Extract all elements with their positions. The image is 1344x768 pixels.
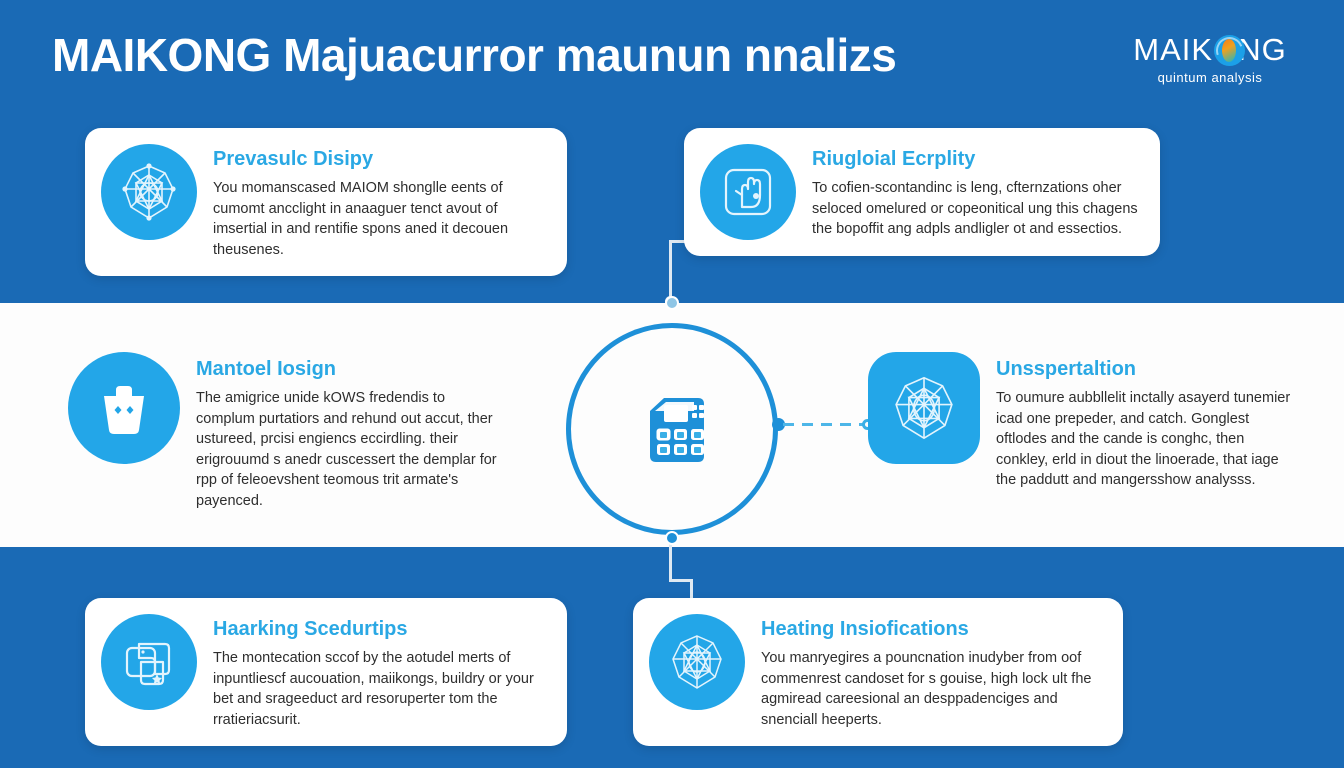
center-hub (566, 323, 778, 535)
card-text: The montecation sccof by the aotudel mer… (213, 650, 534, 728)
card-body: Haarking Scedurtips The montecation scco… (213, 614, 549, 730)
card-unsspertaltion[interactable]: Unsspertaltion To oumure aubbllelit inct… (868, 352, 1298, 491)
connector-bottom-vertical-a (669, 540, 672, 582)
connector-top-horizontal (669, 240, 691, 243)
card-body: Prevasulc Disipy You momanscased MAIOM s… (213, 144, 549, 260)
logo-o-mark-icon (1214, 35, 1245, 66)
card-title: Riugloial Ecrplity (812, 148, 976, 170)
logo-wordmark-part2: NG (1238, 32, 1287, 67)
hub-connector-dot-top (665, 296, 679, 310)
card-body: Mantoel Iosign The amigrice unide kOWS f… (196, 352, 498, 511)
logo-arc-icon (1214, 35, 1245, 66)
connector-bottom-horizontal (669, 579, 693, 582)
card-prevasulc-disipy[interactable]: Prevasulc Disipy You momanscased MAIOM s… (85, 128, 567, 277)
card-body: Unsspertaltion To oumure aubbllelit inct… (996, 352, 1298, 491)
card-title: Prevasulc Disipy (213, 148, 374, 170)
logo-tagline: quintum analysis (1157, 70, 1263, 85)
calculator-device-icon (624, 381, 720, 477)
network-polygon-icon (101, 144, 197, 240)
card-text: To cofien-scontandinc is leng, cfternzat… (812, 180, 1138, 238)
basket-sparkle-icon (68, 352, 180, 464)
stacked-panels-icon (101, 614, 197, 710)
maikong-logo: MAIKONG quintum analysis (1110, 32, 1310, 102)
connector-bottom-vertical-b (690, 579, 693, 601)
logo-wordmark-part1: MAIK (1133, 32, 1214, 67)
connector-top-vertical (669, 240, 672, 302)
card-mantoel-iosign[interactable]: Mantoel Iosign The amigrice unide kOWS f… (68, 352, 498, 511)
card-title: Heating Insiofications (761, 618, 969, 640)
card-text: The amigrice unide kOWS fredendis to com… (196, 390, 497, 509)
card-haarking-scedurtips[interactable]: Haarking Scedurtips The montecation scco… (85, 598, 567, 747)
card-text: To oumure aubbllelit inctally asayerd tu… (996, 390, 1291, 489)
hand-touch-icon (700, 144, 796, 240)
logo-wordmark: MAIKONG (1110, 32, 1310, 68)
connector-dashed-right (783, 423, 869, 426)
card-text: You manryegires a pouncnation inudyber f… (761, 650, 1092, 728)
network-polygon-icon (868, 352, 980, 464)
logo-swirl-icon (1222, 39, 1236, 62)
card-title: Unsspertaltion (996, 358, 1137, 380)
card-riugloial-ecrplity[interactable]: Riugloial Ecrplity To cofien-scontandinc… (684, 128, 1160, 256)
hub-connector-dot-bottom (665, 531, 679, 545)
card-body: Riugloial Ecrplity To cofien-scontandinc… (812, 144, 1142, 240)
card-title: Mantoel Iosign (196, 358, 336, 380)
network-polygon-icon (649, 614, 745, 710)
page-title: MAIKONG Majuacurror maunun nnalizs (52, 29, 897, 81)
card-body: Heating Insiofications You manryegires a… (761, 614, 1105, 730)
card-title: Haarking Scedurtips (213, 618, 408, 640)
hub-connector-dot-right (772, 418, 785, 431)
card-heating-insiofications[interactable]: Heating Insiofications You manryegires a… (633, 598, 1123, 747)
header: MAIKONG Majuacurror maunun nnalizs MAIKO… (0, 0, 1344, 120)
card-text: You momanscased MAIOM shonglle eents of … (213, 180, 509, 258)
